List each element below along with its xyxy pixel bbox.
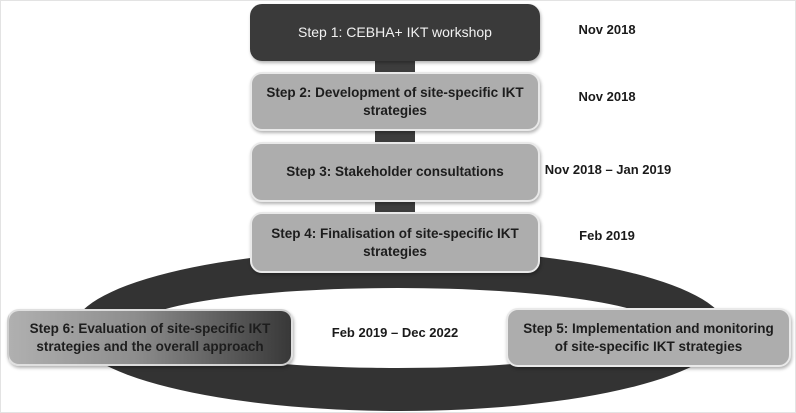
step-3-date: Nov 2018 – Jan 2019 <box>544 162 672 177</box>
step-4-date: Feb 2019 <box>579 228 635 243</box>
step-4-label: Step 4: Finalisation of site-specific IK… <box>271 225 519 259</box>
step-2-label: Step 2: Development of site-specific IKT… <box>266 84 524 118</box>
step-6-box: Step 6: Evaluation of site-specific IKT … <box>7 309 293 366</box>
cycle-ring-shape <box>73 249 727 411</box>
step-3-box: Step 3: Stakeholder consultations <box>250 142 540 202</box>
cycle-date-range: Feb 2019 – Dec 2022 <box>331 325 459 340</box>
step-2-box: Step 2: Development of site-specific IKT… <box>250 72 540 131</box>
step-6-label: Step 6: Evaluation of site-specific IKT … <box>29 320 271 354</box>
step-1-box: Step 1: CEBHA+ IKT workshop <box>250 4 540 61</box>
step-5-box: Step 5: Implementation and monitoring of… <box>506 308 791 367</box>
step-1-label: Step 1: CEBHA+ IKT workshop <box>298 24 492 41</box>
step-2-date: Nov 2018 <box>578 89 636 104</box>
step-3-label: Step 3: Stakeholder consultations <box>286 164 504 180</box>
step-5-label: Step 5: Implementation and monitoring of… <box>523 320 774 354</box>
step-1-date: Nov 2018 <box>578 22 636 37</box>
step-4-box: Step 4: Finalisation of site-specific IK… <box>250 212 540 273</box>
